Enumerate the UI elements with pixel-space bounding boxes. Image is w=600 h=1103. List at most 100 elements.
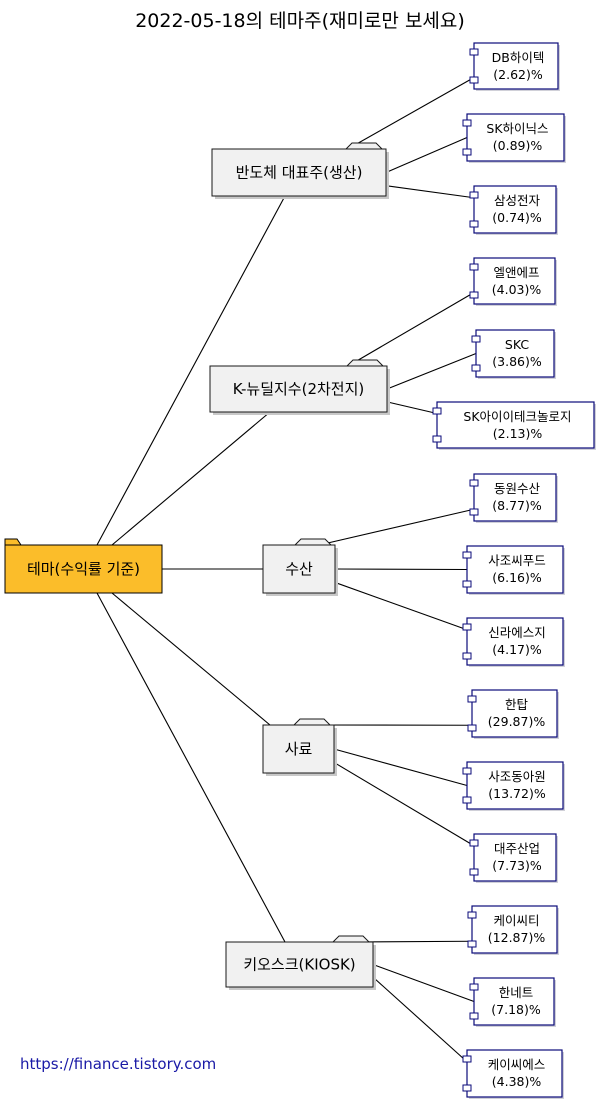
stock-name: DB하이텍 [492,50,545,65]
category-label: 수산 [285,560,313,578]
stock-name: 엘앤에프 [493,265,539,280]
stock-name: SK하이닉스 [486,121,548,136]
stock-name: 동원수산 [494,481,541,496]
component-port-icon [467,911,477,919]
diagram-nodes: 테마(수익률 기준) 반도체 대표주(생산) DB하이텍(2.62)% SK하이닉스 (… [4,42,596,1099]
component-port-icon [432,407,442,415]
category-node: K-뉴딜지수(2차전지) [209,359,390,415]
category-node: 수산 [262,538,338,596]
component-body [473,257,556,305]
component-body [466,1049,563,1098]
component-body [473,833,557,882]
stock-name: SK아이이테크놀로지 [463,409,571,424]
folder-tab [293,538,333,546]
stock-name: 케이씨에스 [488,1057,546,1072]
stock-return: (3.86)% [492,354,542,369]
leaf-branch-line [334,568,468,571]
stock-return: (4.03)% [492,282,542,297]
category-node: 반도체 대표주(생산) [211,142,389,199]
leaf-branch-line [347,77,475,150]
component-body [466,545,564,594]
connector-lines [96,77,477,1063]
stock-return: (0.74)% [492,210,542,225]
folder-tab [4,538,22,546]
component-body [466,113,565,162]
component-port-icon [471,335,481,343]
component-port-icon [469,48,479,56]
component-port-icon [462,652,472,660]
stock-node: 동원수산(8.77)% [469,473,558,523]
root-branch-line [111,592,271,726]
component-body [473,185,557,234]
component-body [475,329,555,378]
stock-name: 대주산업 [494,841,540,856]
leaf-branch-line [385,136,468,174]
folder-body [262,544,336,594]
diagram-title: 2022-05-18의 테마주(재미로만 보세요) [135,10,465,32]
folder-body [209,365,388,413]
component-port-icon [462,767,472,775]
component-port-icon [462,796,472,804]
component-body [436,401,595,449]
component-body [466,617,564,666]
component-port-icon [467,724,477,732]
component-body [471,905,558,954]
component-port-icon [432,435,442,443]
stock-node: SK아이이테크놀로지(2.13)% [432,401,596,450]
root-node-label: 테마(수익률 기준) [27,560,140,578]
folder-tab [331,935,371,943]
leaf-branch-line [334,581,468,631]
stock-node: SK하이닉스 (0.89)% [462,113,566,163]
stock-node: 대주산업 (7.73)% [469,833,558,883]
stock-return: (29.87)% [488,714,546,729]
category-label: 반도체 대표주(생산) [236,164,363,182]
component-body [466,761,564,810]
component-body [473,977,555,1026]
category-label: 키오스크(KIOSK) [243,956,355,974]
stock-return: (13.72)% [488,786,546,801]
stock-node: 한네트 (7.18)% [469,977,556,1027]
category-node: 키오스크(KIOSK) [225,935,376,990]
component-port-icon [469,191,479,199]
component-port-icon [469,839,479,847]
stock-node: SKC (3.86)% [471,329,556,379]
component-port-icon [462,148,472,156]
stock-return: (7.73)% [492,858,542,873]
component-port-icon [462,119,472,127]
stock-name: 한네트 [499,985,534,1000]
leaf-branch-line [386,352,477,390]
component-port-icon [462,551,472,559]
footer-link[interactable]: https://finance.tistory.com [20,1055,216,1073]
component-port-icon [462,1055,472,1063]
folder-body [225,941,374,988]
stock-return: (0.89)% [493,138,543,153]
stock-node: DB하이텍(2.62)% [469,42,560,91]
component-port-icon [462,1084,472,1092]
stock-name: 삼성전자 [494,193,541,208]
stock-name: 한탑 [505,697,529,712]
stock-node: 엘앤에프 (4.03)% [469,257,557,306]
leaf-branch-line [372,963,475,1003]
root-branch-line [96,592,286,943]
component-port-icon [469,220,479,228]
stock-node: 사조동아원(13.72)% [462,761,565,811]
folder-tab [345,359,385,367]
component-port-icon [469,983,479,991]
stock-return: (7.18)% [491,1002,541,1017]
root-branch-line [96,195,286,546]
stock-node: 케이씨티(12.87)% [467,905,559,955]
stock-name: 사조씨푸드 [488,553,546,568]
stock-node: 케이씨에스(4.38)% [462,1049,564,1099]
component-port-icon [469,508,479,516]
component-port-icon [469,291,479,299]
leaf-branch-line [385,185,475,199]
category-label: K-뉴딜지수(2차전지) [233,380,365,398]
component-body [473,473,557,522]
component-body [471,689,558,738]
component-port-icon [462,580,472,588]
root-node: 테마(수익률 기준) [4,538,163,594]
stock-node: 사조씨푸드(6.16)% [462,545,565,595]
stock-name: SKC [505,337,529,352]
leaf-branch-line [319,508,475,546]
